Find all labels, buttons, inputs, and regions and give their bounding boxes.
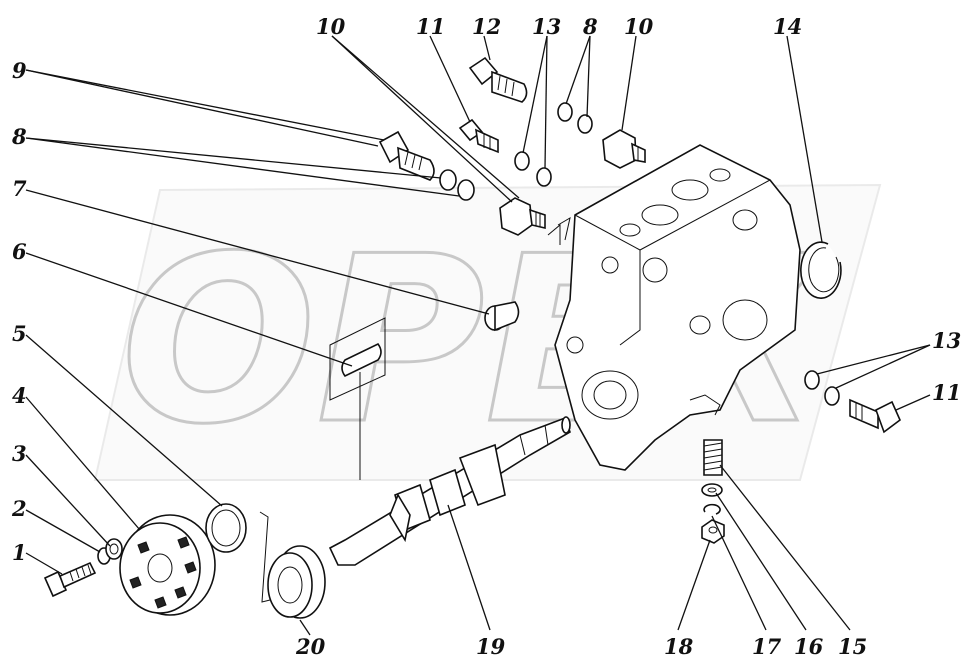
pump-housing [554,144,801,471]
part-8-washer-left [439,169,475,201]
part-10-fitting-right [602,129,646,169]
part-12-banjo-bolt [468,56,528,103]
callout-1: 1 [12,540,27,565]
part-11-bolt-top [458,118,499,154]
part-16-washer [701,483,723,497]
callout-17: 17 [752,634,782,659]
callout-8-right: 8 [582,14,598,39]
callout-10-right: 10 [624,14,654,39]
callout-18: 18 [664,634,694,659]
callout-4: 4 [12,383,27,408]
part-20-bearing [259,511,326,619]
part-5-seal-ring [205,503,247,553]
callout-11-right: 11 [932,380,961,405]
callout-15: 15 [838,634,867,659]
part-10-fitting-left [499,197,561,245]
part-6-key [329,317,386,480]
callout-9: 9 [12,58,27,83]
callout-10-left: 10 [316,14,346,39]
part-17-spring-washer [703,503,721,515]
part-18-nut [701,519,725,544]
callout-2: 2 [11,496,27,521]
part-8-washer-right [557,102,593,134]
callout-19: 19 [476,634,506,659]
callout-labels: 1 2 3 4 5 6 7 8 9 10 11 12 13 8 10 14 13… [11,14,961,659]
part-9-banjo-bolt [378,130,435,181]
callout-5: 5 [12,321,27,346]
callout-7: 7 [12,176,27,201]
callout-3: 3 [12,441,27,466]
callout-11-top: 11 [416,14,445,39]
callout-12: 12 [472,14,501,39]
part-19-camshaft [328,416,571,566]
part-11-bolt-right [849,398,901,434]
callout-13-right: 13 [932,328,961,353]
callout-6: 6 [12,239,27,264]
callout-8-left: 8 [11,124,27,149]
callout-13-top: 13 [532,14,561,39]
part-4-drive-flange [119,514,216,616]
part-14-snap-ring [800,241,842,299]
part-15-spring [703,439,723,476]
part-13-washer-top [514,151,552,187]
part-1-bolt [43,561,97,598]
callout-14: 14 [773,14,802,39]
part-7-plug [484,301,520,332]
callout-16: 16 [794,634,824,659]
part-3-washer [105,538,123,560]
leader-lines [25,35,931,636]
part-13-washer-right [804,370,840,406]
callout-20: 20 [295,634,326,659]
